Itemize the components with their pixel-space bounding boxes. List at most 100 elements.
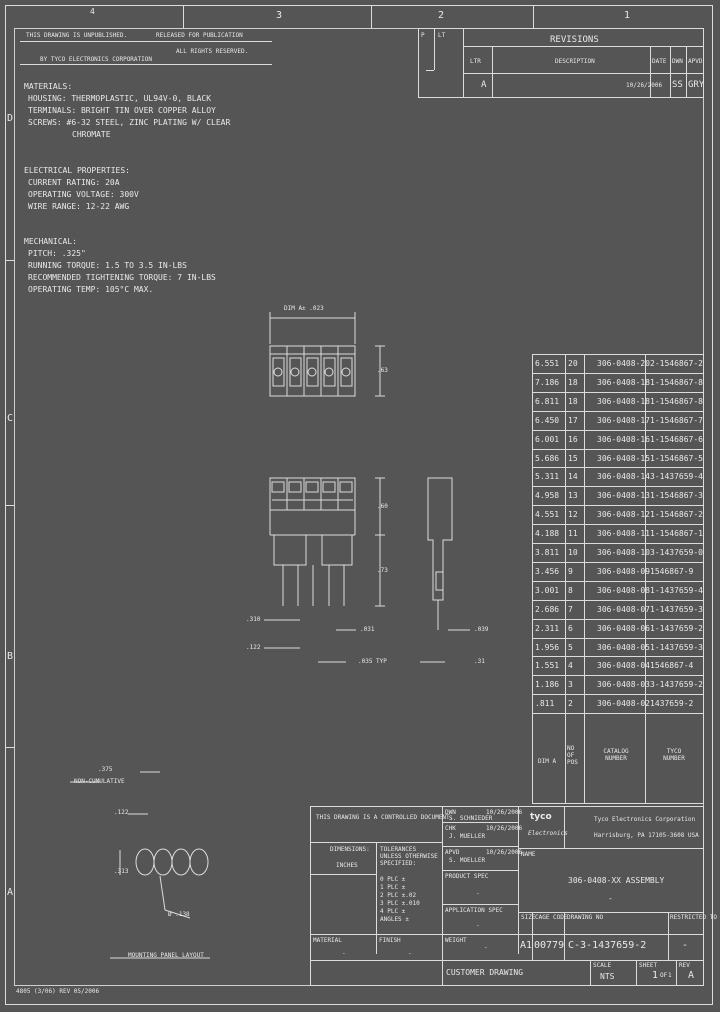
- dim-122: .122: [246, 644, 261, 651]
- tb-name-value-2: -: [608, 894, 613, 903]
- table-cell-catalog: 306-0408-15: [597, 453, 650, 463]
- tb-drawing-no-value: C-3-1437659-2: [568, 940, 647, 951]
- materials-line-2: TERMINALS: BRIGHT TIN OVER COPPER ALLOY: [28, 106, 216, 115]
- tb-finish-label: FINISH: [379, 937, 401, 944]
- table-cell-dim: 1.956: [535, 642, 560, 652]
- zone-top-2: 2: [438, 10, 445, 21]
- table-cell-dim: 1.186: [535, 680, 560, 690]
- tb-cage-label: CAGE CODE: [535, 914, 568, 921]
- parts-col-divider: [565, 354, 566, 804]
- table-cell-tyco: 1-1437659-2: [650, 623, 703, 633]
- table-cell-catalog: 306-0408-07: [597, 604, 650, 614]
- tb-material-value: -: [342, 950, 346, 957]
- tb-product-spec-value: -: [476, 890, 480, 897]
- table-row-divider: [532, 675, 704, 677]
- dim-73: .73: [377, 567, 388, 574]
- dim-031: .031: [360, 626, 375, 633]
- zone-divider: [533, 5, 534, 28]
- header-copyright: BY TYCO ELECTRONICS CORPORATION: [40, 56, 152, 63]
- table-row-divider: [532, 391, 704, 393]
- table-cell-tyco: 1-1437659-4: [650, 585, 703, 595]
- table-cell-catalog: 306-0408-09: [597, 566, 650, 576]
- table-cell-catalog: 306-0408-14: [597, 472, 650, 482]
- tb-divider: [590, 960, 591, 986]
- table-row-divider: [532, 505, 704, 507]
- table-cell-dim: 6.450: [535, 415, 560, 425]
- table-cell-pos: 18: [568, 396, 578, 406]
- table-cell-pos: 13: [568, 491, 578, 501]
- table-cell-pos: 17: [568, 415, 578, 425]
- tb-divider: [310, 934, 442, 935]
- parts-col-divider: [584, 354, 585, 804]
- tb-divider: [442, 904, 518, 905]
- rev-divider: [463, 46, 704, 47]
- zone-top-3: 3: [276, 10, 283, 21]
- table-cell-catalog: 306-0408-16: [597, 434, 650, 444]
- table-cell-pos: 14: [568, 472, 578, 482]
- dim-60: .60: [377, 503, 388, 510]
- table-cell-tyco: 1-1437659-3: [650, 642, 703, 652]
- rev-col-apvd: APVD: [688, 58, 703, 65]
- zone-top-4: 4: [90, 7, 95, 16]
- table-cell-pos: 2: [568, 699, 573, 709]
- tb-chk-label: CHK: [445, 825, 456, 832]
- table-cell-catalog: 306-0408-18: [597, 377, 650, 387]
- header-rule: [20, 41, 272, 42]
- table-cell-catalog: 306-0408-13: [597, 491, 650, 501]
- rev-row-dwn: SS: [672, 80, 683, 90]
- table-cell-catalog: 306-0408-11: [597, 529, 650, 539]
- tb-of-value: 1: [668, 972, 672, 979]
- table-cell-pos: 12: [568, 510, 578, 520]
- tolerance-row: 0 PLC ±: [380, 876, 406, 883]
- dim-122b: .122: [114, 809, 129, 816]
- tb-divider: [442, 934, 704, 935]
- table-cell-tyco: 1-1546867-3: [650, 491, 703, 501]
- parts-header-dim: DIM A: [538, 758, 557, 765]
- tb-tolerances-label: TOLERANCES UNLESS OTHERWISE SPECIFIED:: [380, 846, 438, 867]
- table-cell-dim: 1.551: [535, 661, 560, 671]
- rev-lt-label: LT: [438, 32, 446, 39]
- dim-310: .310: [246, 616, 261, 623]
- tb-dwn-date: 10/26/2006: [486, 809, 523, 816]
- tb-apvd-value: S. MOELLER: [449, 857, 486, 864]
- title-block: [310, 806, 704, 986]
- table-cell-dim: 5.686: [535, 453, 560, 463]
- table-row-divider: [532, 448, 704, 450]
- table-cell-pos: 5: [568, 642, 573, 652]
- tb-divider: [442, 846, 518, 847]
- tb-size-label: SIZE: [521, 914, 536, 921]
- table-cell-catalog: 306-0408-02: [597, 699, 650, 709]
- rev-col-date: DATE: [652, 58, 667, 65]
- table-cell-pos: 16: [568, 434, 578, 444]
- table-cell-catalog: 306-0408-20: [597, 359, 650, 368]
- tb-drawing-no-label: DRAWING NO: [567, 914, 604, 921]
- mechanical-line-2: RUNNING TORQUE: 1.5 TO 3.5 IN-LBS: [28, 261, 187, 270]
- zone-side-a: A: [7, 887, 14, 898]
- table-row-divider: [532, 467, 704, 469]
- tolerance-row: 4 PLC ±: [380, 908, 406, 915]
- table-row-divider: [532, 410, 704, 412]
- zone-divider: [5, 747, 14, 748]
- table-cell-dim: .811: [535, 699, 555, 709]
- rev-col-ltr: LTR: [470, 58, 481, 65]
- header-unpublished: THIS DRAWING IS UNPUBLISHED.: [26, 32, 128, 39]
- rev-divider: [670, 46, 671, 98]
- parts-table: [532, 354, 704, 804]
- rev-col-desc: DESCRIPTION: [555, 58, 595, 65]
- tb-controlled: THIS DRAWING IS A CONTROLLED DOCUMENT.: [316, 814, 454, 821]
- mechanical-line-4: OPERATING TEMP: 105°C MAX.: [28, 285, 154, 294]
- tb-divider: [518, 848, 704, 849]
- table-row-divider: [532, 656, 704, 658]
- table-row-divider: [532, 372, 704, 374]
- tb-chk-date: 10/26/2006: [486, 825, 523, 832]
- zone-divider: [371, 5, 372, 28]
- table-cell-tyco: 3-1437659-4: [650, 472, 703, 482]
- dim-a-label: DIM A± .023: [284, 305, 324, 312]
- tolerance-row: 3 PLC ±.010: [380, 900, 420, 907]
- rev-mark: [426, 70, 434, 71]
- rev-row-ltr: A: [481, 80, 487, 90]
- tb-sheet-label: SHEET: [639, 962, 658, 969]
- table-row-divider: [532, 580, 704, 582]
- rev-divider: [463, 28, 464, 98]
